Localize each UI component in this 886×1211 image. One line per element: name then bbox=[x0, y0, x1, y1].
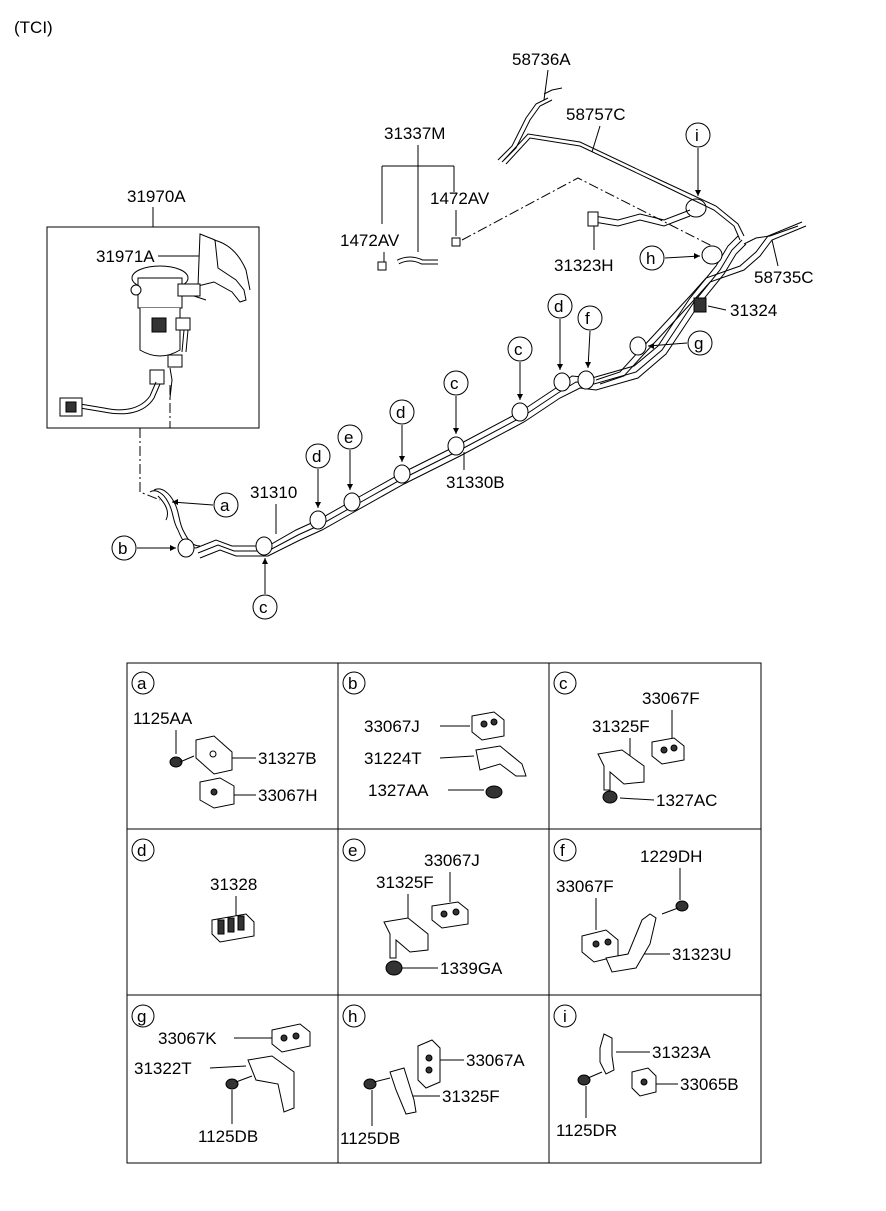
callout-c-1: c bbox=[259, 598, 268, 617]
label-1472AV-upper: 1472AV bbox=[430, 189, 490, 208]
callout-h: h bbox=[646, 249, 655, 268]
detail-b-letter: b bbox=[348, 674, 357, 693]
detail-g-letter: g bbox=[137, 1007, 146, 1026]
callout-c-2: c bbox=[450, 374, 459, 393]
callout-i: i bbox=[695, 126, 699, 145]
detail-e-part-3: 1339GA bbox=[440, 959, 503, 978]
hose-31337M: 31337M 1472AV 1472AV bbox=[340, 124, 490, 271]
detail-b-part-3: 1327AA bbox=[368, 781, 429, 800]
detail-e-part-1: 33067J bbox=[424, 851, 480, 870]
callout-a: a bbox=[220, 496, 230, 515]
detail-cell-i: i 31323A 33065B 1125DR bbox=[553, 1004, 739, 1140]
detail-cell-d: d 31328 bbox=[131, 838, 257, 943]
detail-cell-h: h 33067A 31325F 1125DB bbox=[340, 1004, 525, 1148]
label-31971A: 31971A bbox=[96, 247, 155, 266]
detail-f-letter: f bbox=[560, 841, 565, 860]
detail-i-part-1: 31323A bbox=[652, 1043, 711, 1062]
label-31330B: 31330B bbox=[446, 473, 505, 492]
detail-f-part-3: 31323U bbox=[672, 945, 732, 964]
detail-c-letter: c bbox=[559, 674, 568, 693]
detail-cell-g: g 33067K 31322T 1125DB bbox=[131, 1004, 311, 1146]
detail-i-letter: i bbox=[563, 1007, 567, 1026]
detail-f-part-1: 1229DH bbox=[640, 847, 702, 866]
callout-d-2: d bbox=[396, 403, 405, 422]
detail-h-part-3: 1125DB bbox=[340, 1129, 400, 1148]
detail-d-part-1: 31328 bbox=[210, 875, 257, 894]
label-31970A: 31970A bbox=[127, 187, 186, 206]
callout-e: e bbox=[344, 428, 353, 447]
callouts: a b c d e d c c bbox=[111, 122, 713, 620]
detail-cell-a: a 1125AA 31327B 33067H bbox=[131, 671, 318, 809]
detail-b-part-2: 31224T bbox=[364, 749, 422, 768]
detail-i-part-3: 1125DR bbox=[556, 1121, 617, 1140]
label-58735C: 58735C bbox=[754, 268, 814, 287]
detail-i-part-2: 33065B bbox=[680, 1075, 739, 1094]
callout-c-3: c bbox=[514, 340, 523, 359]
detail-a-part-2: 31327B bbox=[258, 749, 317, 768]
detail-grid-frame bbox=[126, 662, 762, 1164]
label-58757C: 58757C bbox=[566, 105, 626, 124]
label-31337M: 31337M bbox=[384, 124, 445, 143]
detail-c-part-3: 1327AC bbox=[656, 791, 717, 810]
detail-h-letter: h bbox=[348, 1007, 357, 1026]
detail-f-part-2: 33067F bbox=[556, 877, 614, 896]
callout-d-1: d bbox=[312, 447, 321, 466]
detail-cell-c: c 33067F 31325F 1327AC bbox=[553, 671, 717, 810]
label-58736A: 58736A bbox=[512, 50, 571, 69]
detail-g-part-2: 31322T bbox=[134, 1059, 192, 1078]
detail-e-part-2: 31325F bbox=[376, 873, 434, 892]
detail-d-letter: d bbox=[137, 841, 146, 860]
detail-h-part-1: 33067A bbox=[466, 1051, 525, 1070]
fuel-line-assembly bbox=[149, 87, 807, 559]
detail-cell-b: b 33067J 31224T 1327AA bbox=[342, 671, 527, 800]
callout-b: b bbox=[118, 539, 127, 558]
fuel-filter-assembly: 31970A 31971A bbox=[46, 187, 260, 429]
detail-g-part-3: 1125DB bbox=[198, 1127, 258, 1146]
callout-d-3: d bbox=[554, 297, 563, 316]
label-31324: 31324 bbox=[730, 301, 777, 320]
detail-cell-e: e 33067J 31325F 1339GA bbox=[342, 838, 503, 978]
callout-f: f bbox=[585, 309, 590, 328]
detail-c-part-1: 33067F bbox=[642, 689, 700, 708]
detail-a-part-1: 1125AA bbox=[133, 709, 193, 728]
detail-c-part-2: 31325F bbox=[592, 717, 650, 736]
label-1472AV-lower: 1472AV bbox=[340, 231, 400, 250]
detail-h-part-2: 31325F bbox=[442, 1087, 500, 1106]
detail-a-letter: a bbox=[137, 674, 147, 693]
label-31310: 31310 bbox=[250, 483, 297, 502]
detail-b-part-1: 33067J bbox=[364, 717, 420, 736]
detail-cell-f: f 1229DH 33067F 31323U bbox=[553, 838, 732, 973]
detail-a-part-3: 33067H bbox=[258, 786, 318, 805]
detail-g-part-1: 33067K bbox=[158, 1029, 217, 1048]
callout-g: g bbox=[694, 334, 703, 353]
label-31323H: 31323H bbox=[554, 256, 614, 275]
variant-label: (TCI) bbox=[14, 18, 53, 37]
detail-grid: a 1125AA 31327B 33067H b 33067J 31224T bbox=[126, 662, 762, 1164]
detail-e-letter: e bbox=[348, 841, 357, 860]
